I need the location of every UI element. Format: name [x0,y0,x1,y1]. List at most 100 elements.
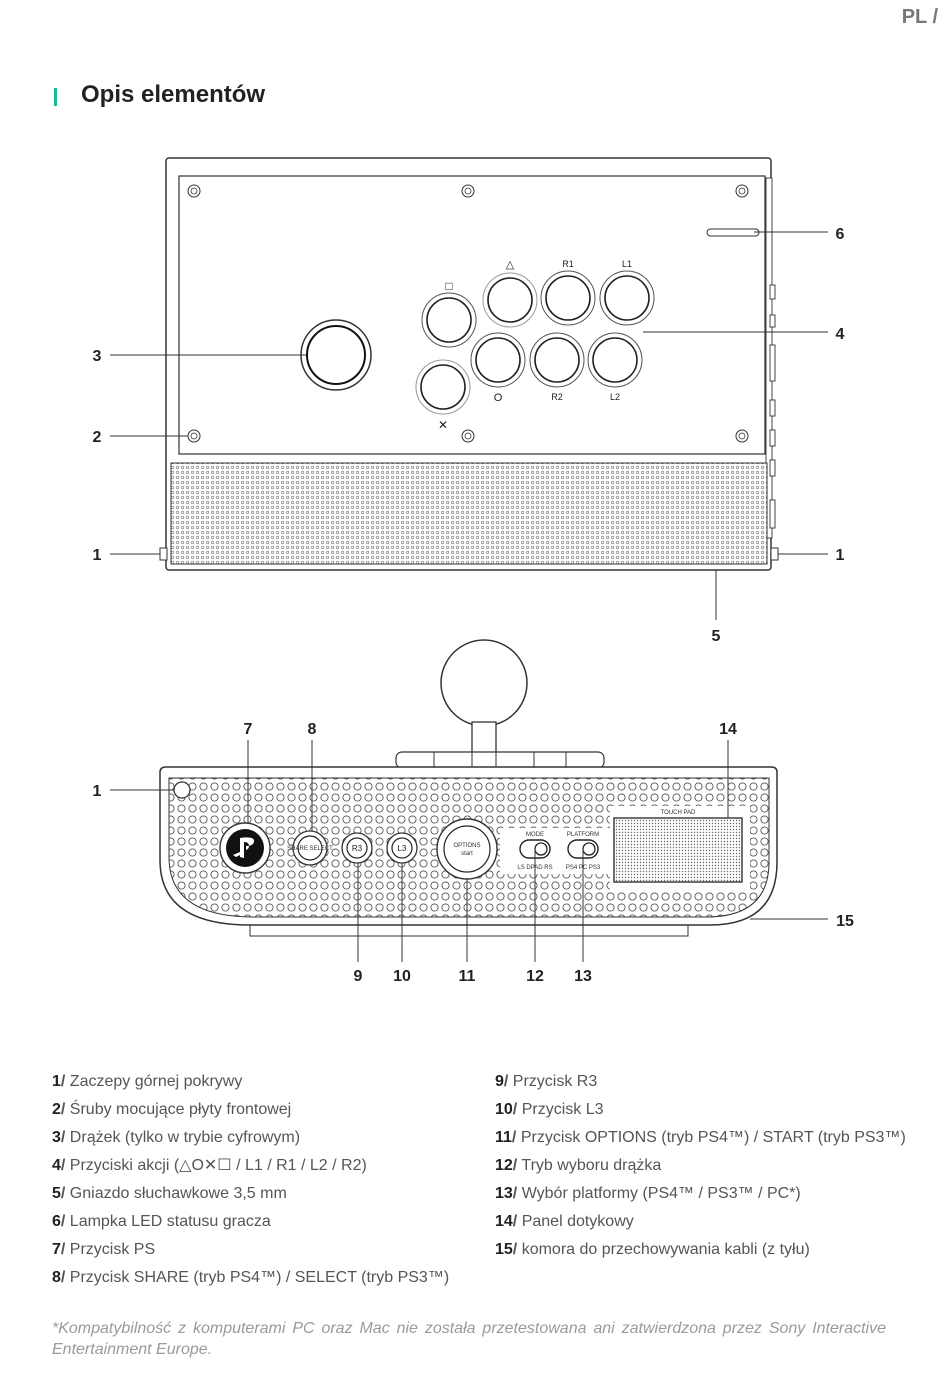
label-l3: L3 [398,844,407,853]
action-buttons [415,270,655,415]
section-title: Opis elementów [81,81,266,108]
front-cover-clip [173,781,191,799]
r3-button: R3 [341,832,373,864]
callout-10: 10 [393,968,411,985]
callout-1-left: 1 [93,547,102,564]
legend-text: Przycisk L3 [517,1101,604,1118]
label-mode: MODE [526,832,544,838]
side-bump [769,399,776,417]
callout-2: 2 [93,429,102,446]
callout-12: 12 [526,968,544,985]
legend-text: Drążek (tylko w trybie cyfrowym) [65,1129,301,1146]
callout-5: 5 [712,628,721,645]
legend-item: 9/ Przycisk R3 [495,1073,598,1090]
label-square: □ [445,279,452,293]
callout-1-front: 1 [93,783,102,800]
screw [735,429,749,443]
legend-item: 8/ Przycisk SHARE (tryb PS4™) / SELECT (… [52,1269,450,1286]
legend-item: 14/ Panel dotykowy [495,1213,634,1230]
legend-number: 8 [52,1269,61,1286]
callout-9: 9 [354,968,363,985]
legend-item: 13/ Wybór platformy (PS4™ / PS3™ / PC*) [495,1185,801,1202]
side-bump [769,459,776,477]
legend-item: 10/ Przycisk L3 [495,1101,604,1118]
legend-number: 12 [495,1157,513,1174]
legend-text: Przycisk SHARE (tryb PS4™) / SELECT (try… [65,1269,450,1286]
label-touch-pad: TOUCH PAD [661,810,696,816]
legend-text: Przyciski akcji (△O✕☐ / L1 / R1 / L2 / R… [65,1157,367,1174]
callout-13: 13 [574,968,592,985]
label-r1: R1 [562,259,574,269]
callout-3: 3 [93,348,102,365]
legend-number: 10 [495,1101,513,1118]
legend-text: Przycisk OPTIONS (tryb PS4™) / START (tr… [516,1129,906,1146]
label-triangle: △ [506,259,515,271]
legend-text: Tryb wyboru drążka [517,1157,662,1174]
l3-button: L3 [386,832,418,864]
player-led [706,228,760,237]
side-bump [769,314,776,328]
share-button: SHARE SELECT [287,830,333,866]
legend-item: 2/ Śruby mocujące płyty frontowej [52,1101,292,1118]
cover-clip-right [770,547,779,561]
screw [735,184,749,198]
legend-number: 11 [495,1129,512,1146]
label-l2: L2 [610,392,620,402]
legend-text: Przycisk PS [65,1241,156,1258]
side-bump [769,499,776,529]
legend-number: 5 [52,1185,61,1202]
legend-text: Zaczepy górnej pokrywy [65,1073,243,1090]
touch-pad: TOUCH PAD [610,806,750,890]
callout-7: 7 [244,721,253,738]
legend-number: 9 [495,1073,504,1090]
legend-item: 7/ Przycisk PS [52,1241,156,1258]
label-r2: R2 [551,392,563,402]
side-bump [769,284,776,300]
callout-6: 6 [836,226,845,243]
front-leader-lines [110,740,828,962]
legend-number: 2 [52,1101,61,1118]
language-tag: PL / [901,6,938,28]
joystick-side [395,639,605,769]
cover-clip-left [159,547,168,561]
label-options: OPTIONS [453,843,480,849]
legend-left-column: 1/ Zaczepy górnej pokrywy 2/ Śruby mocuj… [52,1068,449,1292]
legend-text: Lampka LED statusu gracza [65,1213,271,1230]
legend-item: 12/ Tryb wyboru drążka [495,1157,662,1174]
callout-1-right: 1 [836,547,845,564]
legend-number: 7 [52,1241,61,1258]
section-accent-bar [54,88,57,106]
legend-text: Gniazdo słuchawkowe 3,5 mm [65,1185,287,1202]
controller-diagram: △ R1 L1 □ O R2 L2 ✕ 1 1 2 3 4 5 6 [93,157,854,985]
legend-item: 3/ Drążek (tylko w trybie cyfrowym) [52,1129,301,1146]
legend-item: 15/ komora do przechowywania kabli (z ty… [495,1241,810,1258]
legend-item: 6/ Lampka LED statusu gracza [52,1213,271,1230]
label-platform: PLATFORM [567,832,599,838]
options-button: OPTIONS start [436,818,498,880]
label-circle: O [494,392,503,404]
legend-number: 1 [52,1073,61,1090]
screw [461,184,475,198]
ps-button [219,822,271,874]
joystick-top [300,319,372,391]
footnote: *Kompatybilność z komputerami PC oraz Ma… [52,1320,886,1358]
legend-text: Przycisk R3 [508,1073,598,1090]
side-bump [769,429,776,447]
legend-text: Śruby mocujące płyty frontowej [65,1101,292,1118]
label-r3: R3 [352,844,363,853]
callout-8: 8 [308,721,317,738]
legend-number: 15 [495,1241,513,1258]
front-view: SHARE SELECT R3 L3 OPTIONS start MODE LS… [93,639,854,985]
legend-text: Wybór platformy (PS4™ / PS3™ / PC*) [517,1185,801,1202]
legend-text: komora do przechowywania kabli (z tyłu) [517,1241,810,1258]
top-speaker-mesh [170,462,768,565]
legend-item: 11/ Przycisk OPTIONS (tryb PS4™) / START… [495,1129,906,1146]
legend-number: 6 [52,1213,61,1230]
leader-lines [110,231,828,620]
label-l1: L1 [622,259,632,269]
top-view: △ R1 L1 □ O R2 L2 ✕ 1 1 2 3 4 5 6 [93,157,845,645]
legend-text: Panel dotykowy [517,1213,634,1230]
callout-15: 15 [836,913,854,930]
label-cross: ✕ [438,418,448,432]
legend-item: 4/ Przyciski akcji (△O✕☐ / L1 / R1 / L2 … [52,1157,367,1174]
